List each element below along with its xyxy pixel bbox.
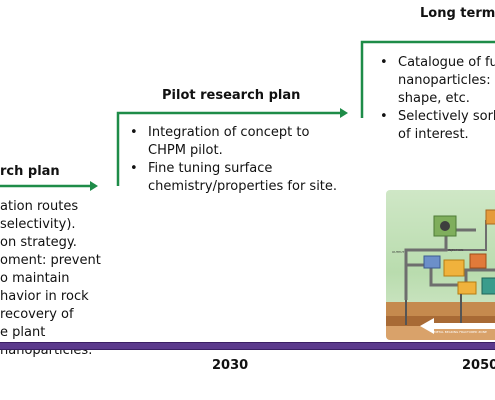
pilot-bullet-line: chemistry/properties for site. [148,179,338,194]
research-line: oment: prevent [0,253,101,268]
research-line: o maintain [0,271,70,286]
process-plant-illustration: METAL BEARING FRACTURED ZONE OUTPUT INJE… [386,190,495,340]
pilot-bullet-line: Integration of concept to [148,125,310,140]
research-line: selectivity). [0,217,76,232]
timeline-year-2050: 2050 [462,358,495,373]
pilot-bullet-line: CHPM pilot. [148,143,223,158]
longterm-bullet-item: • Selectively sorb t of interest. [376,108,495,144]
timeline-year-2030: 2030 [212,358,249,373]
longterm-bullets: • Catalogue of fun nanoparticles: na sha… [376,54,495,144]
research-line: recovery of [0,307,74,322]
pilot-bullet-item: • Fine tuning surface chemistry/properti… [126,160,366,196]
longterm-bullet-line: Selectively sorb t [398,109,495,124]
longterm-step-arrow [360,40,495,118]
research-line: e plant [0,325,46,340]
research-step-arrowhead [90,181,98,191]
research-line: havior in rock [0,289,89,304]
illustration-label-output: OUTPUT [392,250,405,254]
longterm-bullet-line: nanoparticles: na [398,73,495,88]
longterm-bullet-line: of interest. [398,127,469,142]
longterm-heading: Long term ob [420,6,495,21]
research-line: ation routes [0,199,79,214]
plant-diagram-graphic [386,209,495,340]
pilot-step-arrowhead [340,108,348,118]
bullet-marker: • [130,125,138,140]
research-plan-text: ation routes selectivity). on strategy. … [0,198,101,360]
pilot-bullet-item: • Integration of concept to CHPM pilot. [126,124,366,160]
bullet-marker: • [130,161,138,176]
illustration-label-injection: INJECTION [448,248,464,252]
pilot-step-arrow [116,111,342,186]
research-line: on strategy. [0,235,77,250]
bullet-marker: • [380,109,388,124]
longterm-bullet-line: shape, etc. [398,91,470,106]
timeline-bar [0,342,495,350]
longterm-bullet-line: Catalogue of fun [398,55,495,70]
bullet-marker: • [380,55,388,70]
pilot-bullet-line: Fine tuning surface [148,161,273,176]
research-plan-heading: rch plan [0,164,60,179]
pilot-plan-heading: Pilot research plan [162,88,301,103]
pilot-plan-bullets: • Integration of concept to CHPM pilot. … [126,124,366,196]
illustration-caption: METAL BEARING FRACTURED ZONE [434,330,487,334]
longterm-bullet-item: • Catalogue of fun nanoparticles: na sha… [376,54,495,108]
